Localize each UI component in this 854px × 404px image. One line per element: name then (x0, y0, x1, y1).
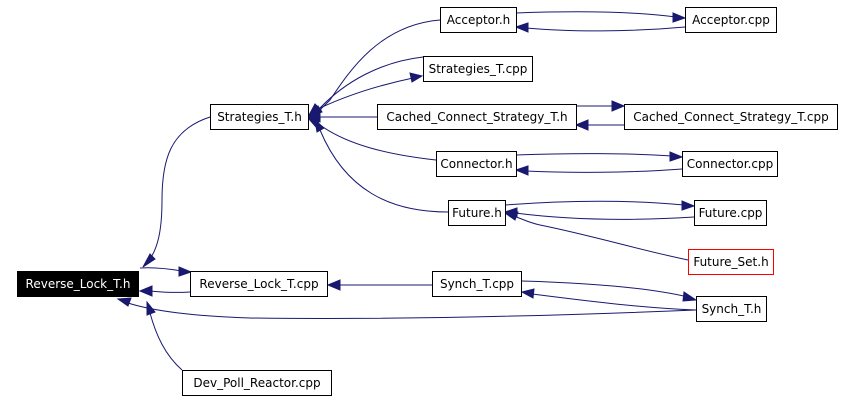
edge-synch-cpp-to-synch-h (521, 280, 689, 298)
node-connector-cpp[interactable]: Connector.cpp (682, 151, 778, 177)
node-future-set-h[interactable]: Future_Set.h (688, 249, 774, 275)
node-cached-connect-strategy-t-cpp[interactable]: Cached_Connect_Strategy_T.cpp (624, 104, 838, 130)
edge-connector-h-to-strategies-h (315, 121, 437, 161)
node-synch-t-h[interactable]: Synch_T.h (696, 296, 767, 322)
edge-future-h-to-strategies-h (319, 129, 449, 213)
edge-future-cpp-to-future-h (514, 212, 695, 220)
edge-arrow (611, 100, 626, 112)
node-acceptor-cpp[interactable]: Acceptor.cpp (685, 7, 777, 33)
edge-arrow (681, 200, 696, 211)
edge-acceptor-h-to-acceptor-cpp (515, 11, 677, 18)
edge-reverse-lock-h-to-reverse-lock-cpp (139, 267, 183, 272)
node-reverse-lock-t-cpp[interactable]: Reverse_Lock_T.cpp (190, 271, 328, 297)
edge-arrow (682, 291, 698, 302)
edge-arrow (409, 72, 424, 83)
edge-future-set-h-to-future-h (513, 215, 689, 261)
edge-arrow (672, 12, 687, 23)
edge-strategies-h-to-reverse-lock-h (146, 116, 211, 264)
edge-synch-h-to-reverse-lock-h (127, 302, 697, 320)
edge-arrow (669, 151, 684, 162)
edge-arrow (116, 297, 132, 307)
edge-synch-h-to-synch-cpp (531, 293, 697, 311)
edge-strategies-cpp-to-strategies-h (319, 56, 424, 109)
node-strategies-t-h[interactable]: Strategies_T.h (210, 104, 309, 130)
edge-arrow (138, 285, 153, 297)
edge-arrow (314, 118, 325, 133)
node-dev-poll-reactor-cpp[interactable]: Dev_Poll_Reactor.cpp (182, 370, 332, 396)
edge-arrow (520, 288, 535, 299)
edge-acceptor-h-to-strategies-h (315, 19, 441, 114)
edge-reverse-lock-cpp-to-reverse-lock-h (149, 290, 191, 293)
node-connector-h[interactable]: Connector.h (436, 151, 517, 177)
edge-arrow (514, 165, 529, 176)
edge-arrow (574, 119, 589, 131)
edge-arrow (306, 103, 322, 119)
edge-arrow (514, 22, 529, 33)
node-future-cpp[interactable]: Future.cpp (694, 200, 767, 226)
edge-connector-cpp-to-connector-h (525, 168, 683, 173)
node-reverse-lock-t-h: Reverse_Lock_T.h (17, 271, 139, 297)
edge-arrow (142, 253, 156, 268)
edge-future-h-to-future-cpp (504, 200, 685, 206)
node-cached-connect-strategy-t-h[interactable]: Cached_Connect_Strategy_T.h (377, 104, 577, 130)
node-acceptor-h[interactable]: Acceptor.h (440, 7, 517, 33)
edge-arrow (503, 211, 519, 221)
edge-arrow (178, 266, 193, 277)
edge-connector-h-to-connector-cpp (515, 153, 673, 157)
edge-arrow (326, 279, 341, 291)
node-strategies-t-cpp[interactable]: Strategies_T.cpp (423, 56, 533, 82)
edge-dev-poll-to-reverse-lock-h (149, 312, 183, 371)
edge-acceptor-cpp-to-acceptor-h (525, 26, 686, 32)
edge-arrow (146, 300, 156, 316)
node-future-h[interactable]: Future.h (448, 200, 506, 226)
node-synch-t-cpp[interactable]: Synch_T.cpp (432, 271, 522, 297)
edge-strategies-h-to-strategies-cpp (309, 77, 414, 114)
